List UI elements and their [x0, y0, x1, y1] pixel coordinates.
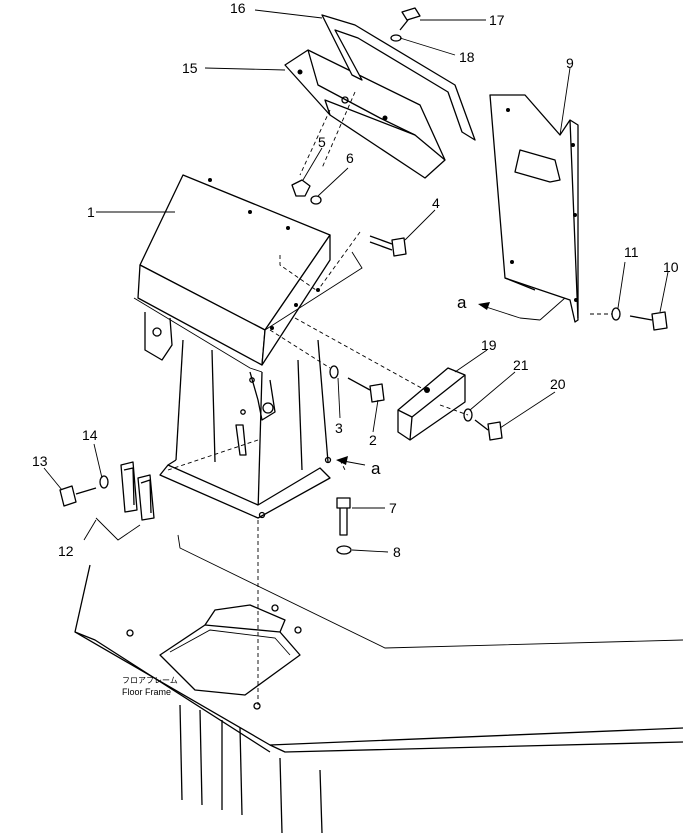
hardware — [59, 7, 668, 555]
callout-21: 21 — [513, 357, 529, 373]
bracket — [489, 94, 579, 323]
callout-19: 19 — [481, 337, 497, 353]
floor-frame — [74, 534, 683, 833]
callout-12: 12 — [58, 543, 74, 559]
console-pedestal — [133, 174, 363, 519]
callout-11: 11 — [624, 244, 639, 260]
callout-18: 18 — [459, 49, 475, 65]
callout-7: 7 — [389, 500, 397, 516]
top-cover — [284, 49, 446, 179]
top-plate — [321, 14, 476, 141]
callout-8: 8 — [393, 544, 401, 560]
assembly-lines — [167, 91, 612, 471]
callout-14: 14 — [82, 427, 98, 443]
callout-20: 20 — [550, 376, 566, 392]
callout-9: 9 — [566, 55, 574, 71]
callouts: 1 2 3 4 5 6 7 8 9 10 11 12 13 14 15 16 1… — [32, 0, 679, 560]
callout-16: 16 — [230, 0, 246, 16]
callout-3: 3 — [335, 420, 343, 436]
callout-1: 1 — [87, 204, 95, 220]
rubber-block — [397, 367, 466, 441]
view-ref-a-side: a — [371, 459, 381, 478]
callout-15: 15 — [182, 60, 198, 76]
leader-lines — [43, 9, 669, 553]
floor-frame-label-en: Floor Frame — [122, 687, 171, 697]
view-ref-a-top: a — [457, 293, 467, 312]
callout-4: 4 — [432, 195, 440, 211]
callout-10: 10 — [663, 259, 679, 275]
callout-6: 6 — [346, 150, 354, 166]
callout-5: 5 — [318, 134, 326, 150]
callout-17: 17 — [489, 12, 505, 28]
floor-frame-label-jp: フロアフレーム — [122, 676, 178, 685]
clamp-brackets — [120, 461, 155, 521]
callout-13: 13 — [32, 453, 48, 469]
callout-2: 2 — [369, 432, 377, 448]
